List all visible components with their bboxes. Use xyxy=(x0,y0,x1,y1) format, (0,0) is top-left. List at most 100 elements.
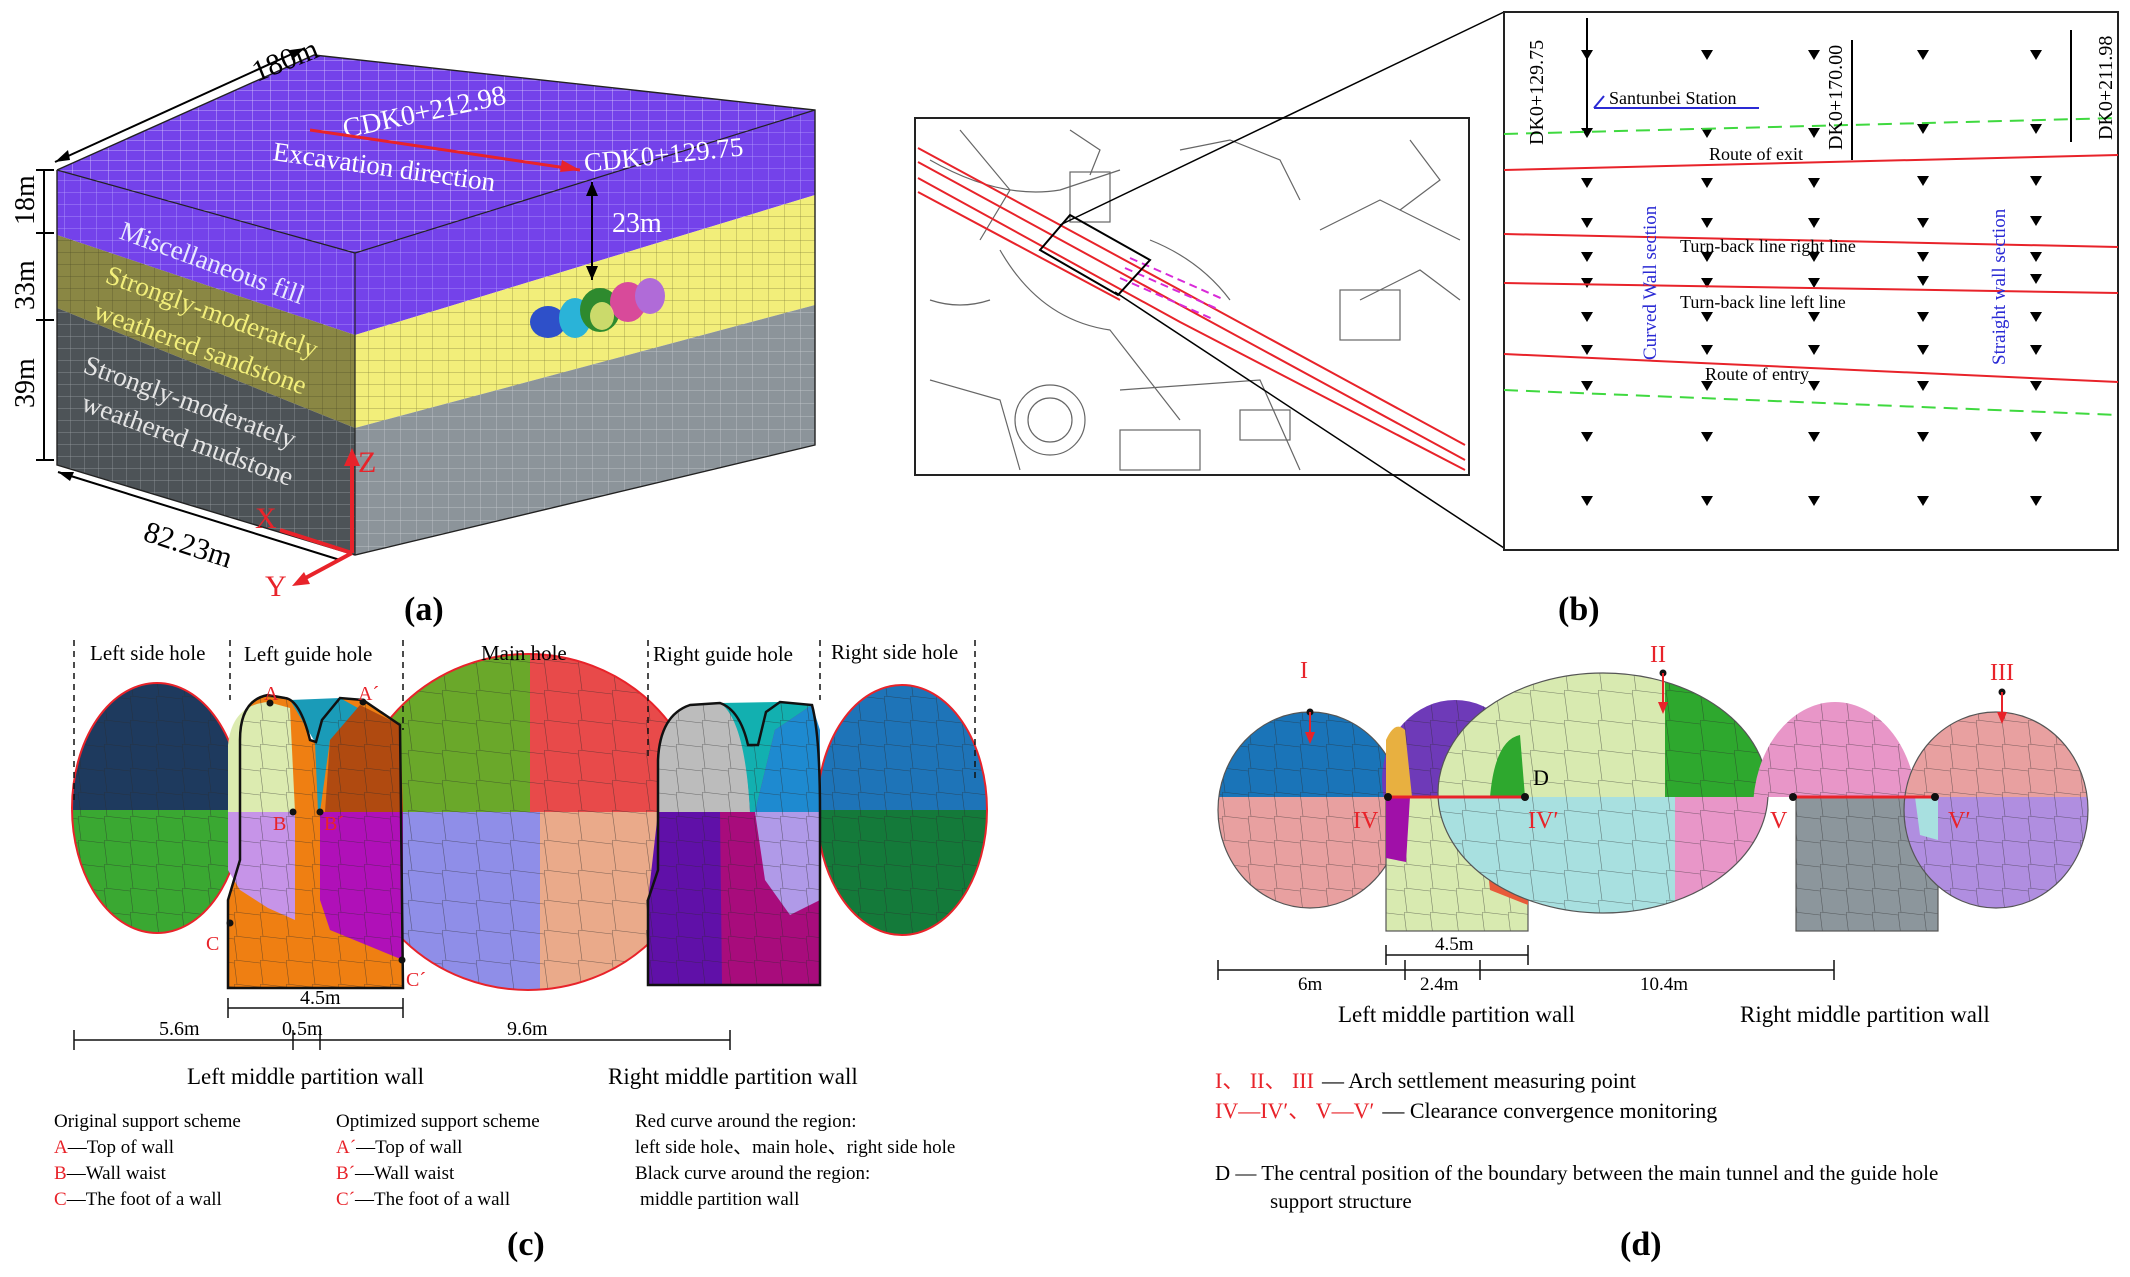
curved-section-label: Curved Wall section xyxy=(1640,205,1661,360)
point-a-prime: A´ xyxy=(358,683,379,705)
left-guide-hole xyxy=(226,693,405,990)
depth-label: 23m xyxy=(612,208,662,239)
d-right-guide-hole xyxy=(1753,702,1917,797)
axis-z-label: Z xyxy=(358,446,376,479)
legend-d-2-key: IV—IV′、 V—V′ xyxy=(1215,1098,1374,1123)
legend-orig-title: Original support scheme xyxy=(54,1111,241,1132)
panel-a-3d-model: 180m 18m 33m 39m 82.23m CDK0+212.98 Exca… xyxy=(10,32,816,628)
dim-h2-label: 33m xyxy=(10,260,41,310)
legend-black-1: Black curve around the region: xyxy=(635,1163,870,1184)
caption-b: (b) xyxy=(1558,591,1600,628)
point-d: D xyxy=(1533,765,1549,790)
label-left-side-hole: Left side hole xyxy=(90,641,205,665)
route-exit-line xyxy=(1503,154,2119,171)
dim-c-5-6: 5.6m xyxy=(159,1018,200,1040)
caption-d: (d) xyxy=(1620,1226,1662,1263)
site-map-linework xyxy=(929,129,1461,471)
marker-2-label: DK0+170.00 xyxy=(1825,45,1847,150)
legend-d-2: — Clearance convergence monitoring xyxy=(1381,1098,1717,1123)
dim-h3-label: 39m xyxy=(10,358,41,408)
dim-d-10-4: 10.4m xyxy=(1640,974,1688,995)
legend-red-1: Red curve around the region: xyxy=(635,1111,857,1132)
legend-d-1: — Arch settlement measuring point xyxy=(1321,1068,1636,1093)
dim-c-0-5: 0.5m xyxy=(282,1018,323,1040)
route-entry-line xyxy=(1503,353,2119,383)
panel-b-site-plan: Route of exit Turn-back line right line … xyxy=(914,11,2119,628)
point-v: V xyxy=(1770,808,1788,834)
point-b: B xyxy=(273,813,286,835)
route-left-line xyxy=(1503,282,2119,294)
point-c: C xyxy=(206,933,219,955)
svg-text:C´—The foot of a wall: C´—The foot of a wall xyxy=(336,1189,510,1210)
legend-orig-c-key: C xyxy=(54,1189,67,1210)
axis-x-label: X xyxy=(255,502,277,535)
legend-opt-b: —Wall waist xyxy=(354,1163,455,1184)
legend-orig-b: —Wall waist xyxy=(66,1163,167,1184)
panel-c-support-layout: Left side hole Left guide hole Main hole… xyxy=(54,640,988,1263)
green-dash-bottom xyxy=(1503,389,2119,416)
right-side-hole xyxy=(817,685,987,935)
left-side-hole xyxy=(72,683,230,933)
route-exit-label: Route of exit xyxy=(1709,144,1803,164)
tunnel-cluster xyxy=(530,278,665,338)
legend-opt-a: —Top of wall xyxy=(355,1137,462,1158)
label-main-hole: Main hole xyxy=(481,641,567,665)
route-right-label: Turn-back line right line xyxy=(1680,236,1856,256)
green-dash-top xyxy=(1503,117,2119,135)
legend-opt-title: Optimized support scheme xyxy=(336,1111,540,1132)
legend-black-2: middle partition wall xyxy=(640,1189,799,1210)
legend-opt-b-key: B´ xyxy=(336,1163,355,1184)
dim-c-9-6: 9.6m xyxy=(507,1018,548,1040)
straight-section-label: Straight wall section xyxy=(1989,208,2010,365)
marker-3-label: DK0+211.98 xyxy=(2095,36,2117,140)
legend-orig-a-key: A xyxy=(54,1137,68,1158)
svg-text:B´—Wall waist: B´—Wall waist xyxy=(336,1163,455,1184)
legend-orig-b-key: B xyxy=(54,1163,67,1184)
route-right-line xyxy=(1503,233,2119,248)
point-iv-prime: IV′ xyxy=(1528,808,1559,834)
axes-triad: Z X Y xyxy=(255,446,376,603)
dim-length-line xyxy=(54,47,306,163)
legend-d: I、 II、 III — Arch settlement measuring po… xyxy=(1215,1068,1938,1213)
monitoring-triangles xyxy=(1581,50,2042,506)
legend-opt-c-key: C´ xyxy=(336,1189,355,1210)
left-partition-wall-label-d: Left middle partition wall xyxy=(1338,1002,1575,1027)
right-guide-hole xyxy=(646,700,822,987)
legend-d-3a: D — The central position of the boundary… xyxy=(1215,1161,1938,1185)
site-area-box xyxy=(1038,213,1152,297)
legend-red-2: left side hole、main hole、right side hole xyxy=(635,1137,955,1158)
left-partition-wall-label-c: Left middle partition wall xyxy=(187,1064,424,1089)
axis-y-label: Y xyxy=(265,570,287,603)
panel-d-monitoring-layout: I II III IV IV′ V V′ D 4.5m 6m 2.4m 10.4… xyxy=(1215,642,2089,1263)
svg-text:IV—IV′、 V—V′— Clearance conver: IV—IV′、 V—V′ — Clearance convergence moni… xyxy=(1215,1098,1717,1123)
point-iii: III xyxy=(1990,660,2014,686)
point-a: A xyxy=(264,683,279,705)
caption-c: (c) xyxy=(507,1226,545,1263)
label-left-guide-hole: Left guide hole xyxy=(244,642,372,666)
svg-text:C—The foot of a wall: C—The foot of a wall xyxy=(54,1189,222,1210)
point-ii: II xyxy=(1650,642,1666,668)
dim-h1-label: 18m xyxy=(10,175,41,225)
legend-opt-c: —The foot of a wall xyxy=(354,1189,510,1210)
svg-text:A´—Top of wall: A´—Top of wall xyxy=(336,1137,462,1158)
legend-opt-a-key: A´ xyxy=(336,1137,356,1158)
svg-text:B—Wall waist: B—Wall waist xyxy=(54,1163,167,1184)
station-label: Santunbei Station xyxy=(1609,88,1737,108)
point-c-prime: C´ xyxy=(406,969,426,991)
route-left-label: Turn-back line left line xyxy=(1680,292,1846,312)
right-partition-wall-label-c: Right middle partition wall xyxy=(608,1064,858,1089)
legend-orig-a: —Top of wall xyxy=(67,1137,174,1158)
dim-d-2-4: 2.4m xyxy=(1420,974,1459,995)
right-partition-wall-label-d: Right middle partition wall xyxy=(1740,1002,1990,1027)
legend-orig-c: —The foot of a wall xyxy=(66,1189,222,1210)
point-i: I xyxy=(1300,658,1308,684)
legend-c: Original support scheme A—Top of wall B—… xyxy=(54,1111,955,1210)
dim-d-6: 6m xyxy=(1298,974,1323,995)
marker-1-label: DK0+129.75 xyxy=(1526,40,1548,145)
dim-d-4-5: 4.5m xyxy=(1435,934,1474,955)
label-right-guide-hole: Right guide hole xyxy=(653,642,793,666)
legend-d-1-key: I、 II、 III xyxy=(1215,1068,1314,1093)
caption-a: (a) xyxy=(404,591,444,628)
dim-c-4-5: 4.5m xyxy=(300,987,341,1009)
point-iv: IV xyxy=(1353,808,1379,834)
